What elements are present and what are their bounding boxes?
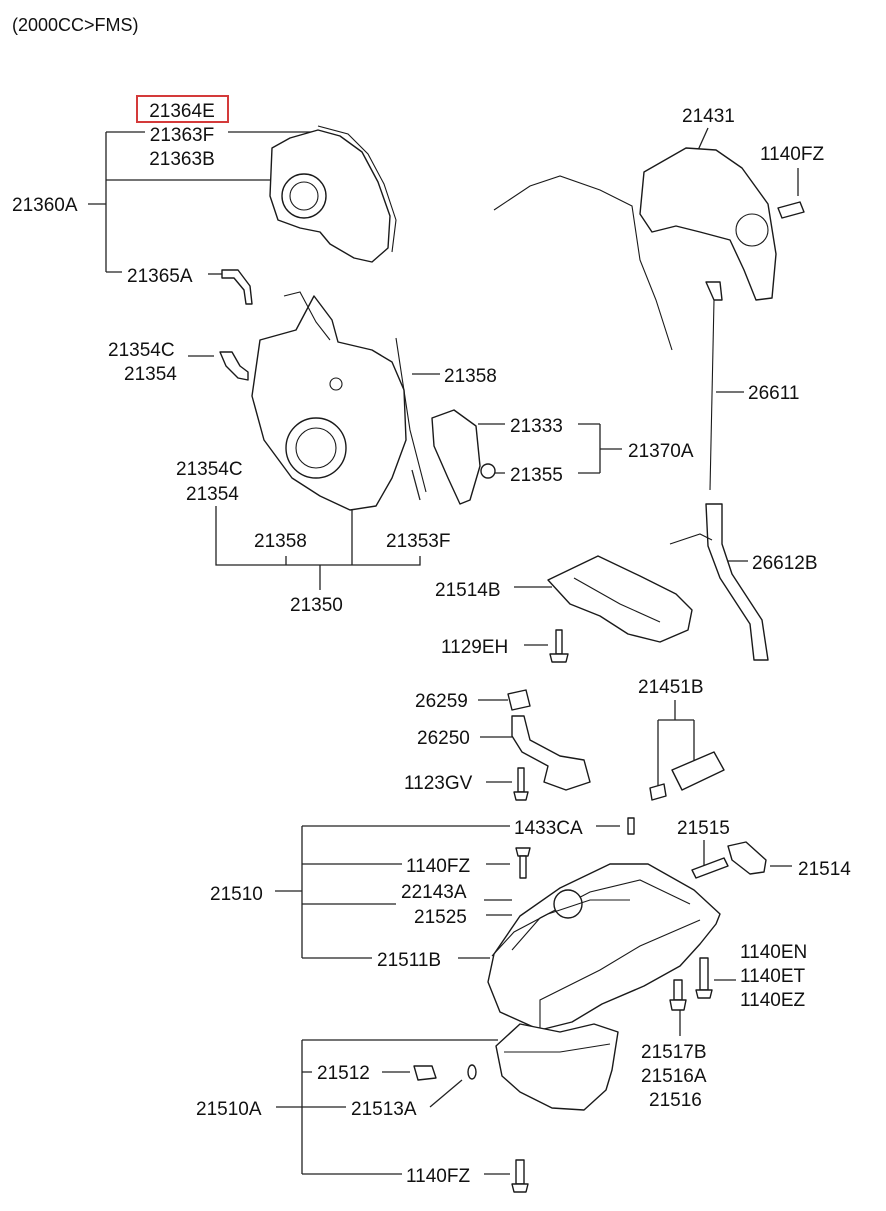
part-label-21333[interactable]: 21333 bbox=[510, 416, 563, 437]
part-label-21517B[interactable]: 21517B bbox=[641, 1042, 707, 1063]
sealant-tube-drawing bbox=[649, 751, 725, 801]
part-label-21350[interactable]: 21350 bbox=[290, 595, 343, 616]
part-label-21364E[interactable]: 21364E bbox=[149, 101, 215, 122]
part-label-21354-upper[interactable]: 21354 bbox=[124, 364, 177, 385]
lower-oil-pan-drawing bbox=[495, 1023, 619, 1111]
part-label-21353F[interactable]: 21353F bbox=[386, 531, 450, 552]
bolt-1140EN-drawing bbox=[695, 957, 713, 999]
part-label-26250[interactable]: 26250 bbox=[417, 728, 470, 749]
part-label-1129EH[interactable]: 1129EH bbox=[441, 637, 508, 658]
part-label-21512[interactable]: 21512 bbox=[317, 1063, 370, 1084]
part-label-21513A[interactable]: 21513A bbox=[351, 1099, 417, 1120]
part-label-21431[interactable]: 21431 bbox=[682, 106, 735, 127]
oil-screen-drawing bbox=[511, 715, 591, 791]
part-label-1123GV[interactable]: 1123GV bbox=[404, 773, 473, 794]
part-label-21510[interactable]: 21510 bbox=[210, 884, 263, 905]
part-labels: 21364E 21363F 21363B 21360A 21365A 21431… bbox=[12, 95, 851, 1187]
gasket-21511B-drawing bbox=[491, 899, 630, 957]
highlight-box-21364E bbox=[136, 95, 229, 123]
part-label-21354-lower[interactable]: 21354 bbox=[186, 484, 239, 505]
part-label-1140FZ-middle[interactable]: 1140FZ bbox=[406, 856, 470, 877]
part-label-21354C-upper[interactable]: 21354C bbox=[108, 340, 175, 361]
part-label-21355[interactable]: 21355 bbox=[510, 465, 563, 486]
part-label-21516A[interactable]: 21516A bbox=[641, 1066, 707, 1087]
oil-screen-gasket-drawing bbox=[507, 689, 531, 711]
upper-timing-cover-drawing bbox=[269, 125, 397, 263]
part-label-21514B[interactable]: 21514B bbox=[435, 580, 501, 601]
part-label-26259[interactable]: 26259 bbox=[415, 691, 468, 712]
bolt-1140FZ-top-drawing bbox=[777, 201, 805, 219]
part-label-21360A[interactable]: 21360A bbox=[12, 195, 78, 216]
part-label-1140FZ-top[interactable]: 1140FZ bbox=[760, 144, 824, 165]
part-label-21515[interactable]: 21515 bbox=[677, 818, 730, 839]
baffle-plate-drawing bbox=[547, 555, 693, 643]
part-label-21511B[interactable]: 21511B bbox=[377, 950, 441, 971]
diagram-header: (2000CC>FMS) bbox=[12, 15, 139, 35]
upper-oil-pan-drawing bbox=[487, 863, 721, 1031]
part-label-1140EZ[interactable]: 1140EZ bbox=[740, 990, 806, 1011]
part-label-21363F[interactable]: 21363F bbox=[150, 125, 214, 146]
drain-plug-drawing bbox=[413, 1065, 437, 1081]
part-label-21370A[interactable]: 21370A bbox=[628, 441, 694, 462]
lower-timing-cover-drawing bbox=[251, 291, 427, 511]
plug-1433CA-drawing bbox=[627, 817, 635, 835]
part-label-21363B[interactable]: 21363B bbox=[149, 149, 215, 170]
rear-plate-drawing bbox=[493, 147, 777, 351]
part-label-26611[interactable]: 26611 bbox=[748, 383, 799, 404]
side-cover-drawing bbox=[431, 409, 481, 505]
part-label-1140FZ-bottom[interactable]: 1140FZ bbox=[406, 1166, 470, 1187]
bolt-21517B-drawing bbox=[669, 979, 687, 1011]
part-label-21525[interactable]: 21525 bbox=[414, 907, 467, 928]
dipstick-tube-drawing bbox=[669, 503, 769, 661]
part-label-21514[interactable]: 21514 bbox=[798, 859, 851, 880]
part-label-21365A[interactable]: 21365A bbox=[127, 266, 193, 287]
bolt-21515-drawing bbox=[691, 857, 729, 879]
part-label-22143A[interactable]: 22143A bbox=[401, 882, 467, 903]
part-label-21354C-lower[interactable]: 21354C bbox=[176, 459, 243, 480]
part-label-21516[interactable]: 21516 bbox=[649, 1090, 702, 1111]
seal-21355-drawing bbox=[480, 463, 496, 479]
part-label-21451B[interactable]: 21451B bbox=[638, 677, 704, 698]
part-label-26612B[interactable]: 26612B bbox=[752, 553, 818, 574]
cover-bolt-clip-drawing bbox=[219, 351, 249, 381]
bolt-1129EH-drawing bbox=[549, 629, 569, 663]
bolt-1123GV-drawing bbox=[513, 767, 529, 801]
part-label-21358-bottom[interactable]: 21358 bbox=[254, 531, 307, 552]
part-label-21358-right[interactable]: 21358 bbox=[444, 366, 497, 387]
bolt-1140FZ-middle-drawing bbox=[515, 847, 531, 879]
part-label-1433CA[interactable]: 1433CA bbox=[514, 818, 583, 839]
bolt-1140FZ-bottom-drawing bbox=[511, 1159, 529, 1193]
clamp-21514-drawing bbox=[727, 841, 767, 875]
part-label-21510A[interactable]: 21510A bbox=[196, 1099, 262, 1120]
part-label-1140ET[interactable]: 1140ET bbox=[740, 966, 806, 987]
part-label-1140EN[interactable]: 1140EN bbox=[740, 942, 807, 963]
oil-dipstick-drawing bbox=[705, 281, 723, 491]
cover-clip-drawing bbox=[221, 269, 253, 305]
drain-washer-drawing bbox=[467, 1064, 477, 1080]
